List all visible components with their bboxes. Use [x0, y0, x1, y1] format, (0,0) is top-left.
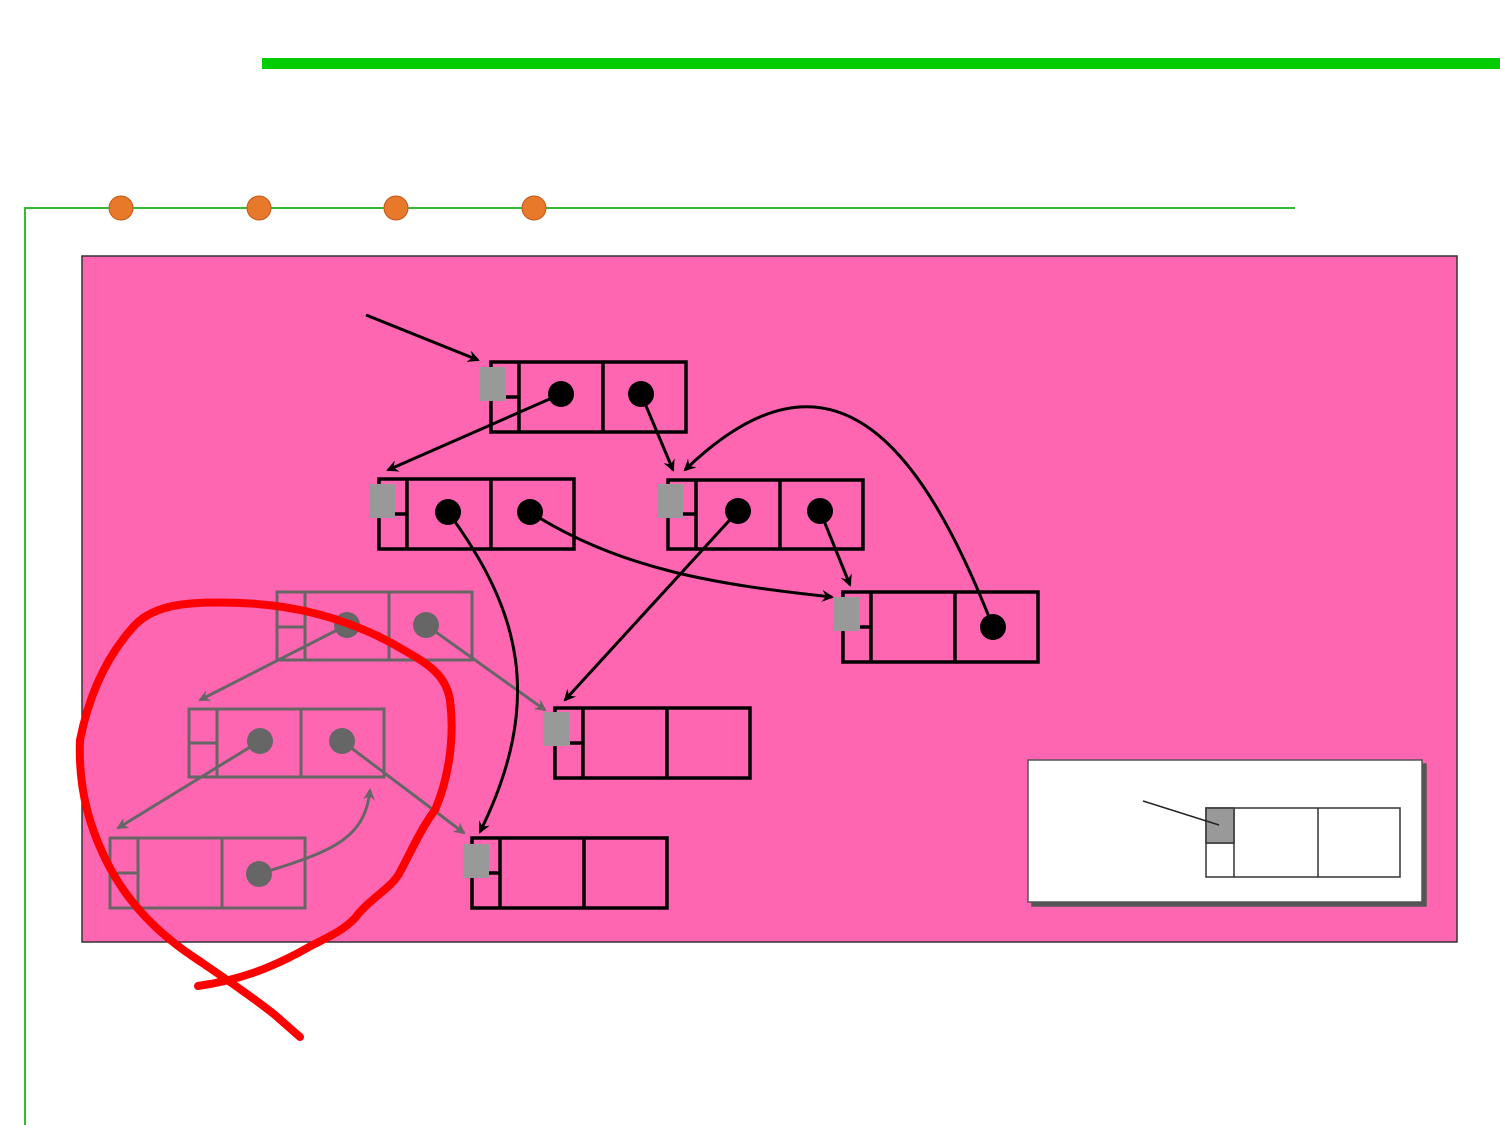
mark-bit	[480, 367, 506, 401]
live-arrows	[365, 313, 995, 834]
legend-leader-line	[1142, 800, 1220, 826]
bullet-dot	[383, 195, 409, 221]
mark-bits	[369, 367, 860, 878]
garbage-node	[275, 590, 474, 662]
live-arrow	[446, 511, 520, 834]
decor-bullets	[108, 195, 547, 221]
mark-bit	[834, 597, 860, 631]
garbage-arrow	[425, 623, 547, 712]
bullet-dot	[521, 195, 547, 221]
garbage-arrow	[258, 788, 375, 876]
live-arrow	[683, 405, 995, 628]
live-arrow	[529, 510, 834, 602]
mark-bit	[657, 484, 683, 518]
garbage-arrow	[116, 739, 261, 830]
legend-mark-bit	[1205, 807, 1235, 844]
garbage-arrow	[341, 739, 466, 835]
mark-bit	[369, 484, 395, 518]
root-pointer-arrow	[365, 313, 480, 362]
mark-bit	[543, 712, 569, 746]
garbage-arrows	[116, 623, 547, 876]
red-annotation-circle	[75, 598, 456, 1041]
mark-bit	[463, 844, 489, 878]
live-arrow	[563, 509, 740, 702]
legend-node	[1142, 800, 1401, 878]
bullet-dot	[108, 195, 134, 221]
live-arrow	[818, 510, 852, 587]
bullet-dot	[246, 195, 272, 221]
live-arrow	[639, 393, 675, 472]
live-arrow	[386, 392, 562, 472]
garbage-arrow	[198, 623, 348, 702]
title-bar-line	[262, 58, 1500, 69]
